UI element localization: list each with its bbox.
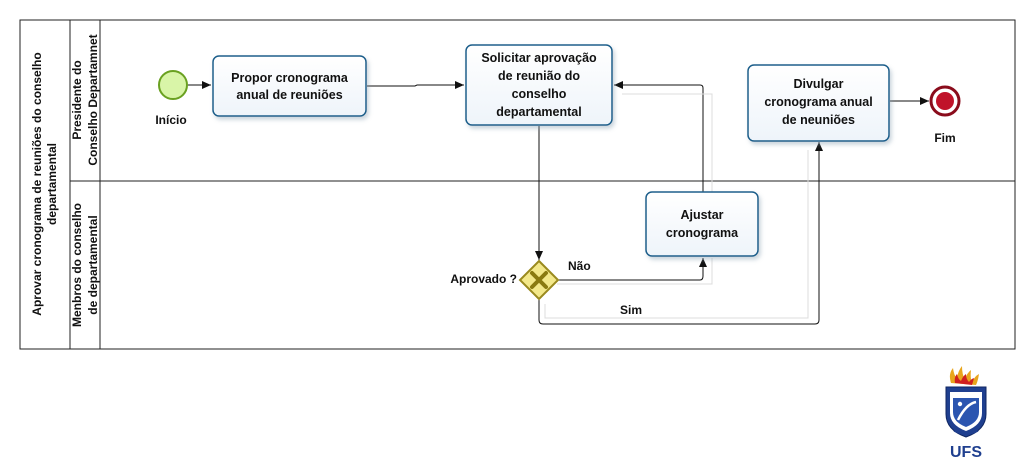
lane-1-line1: Presidente do xyxy=(70,60,84,139)
flow-gateway-to-ajustar xyxy=(557,258,707,281)
start-event-label: Início xyxy=(155,113,186,127)
task-solicitar-line3: conselho xyxy=(512,87,567,101)
sequence-flows xyxy=(188,81,929,325)
lane-1-line2: Conselho Departamnet xyxy=(86,34,100,165)
lane-membros-title: Menbros do conselho de departamental xyxy=(70,203,100,327)
gateway-yes-label: Sim xyxy=(620,303,642,317)
task-ajustar-cronograma[interactable]: Ajustar cronograma xyxy=(645,191,759,257)
task-propor-line1: Propor cronograma xyxy=(231,71,349,85)
exclusive-gateway[interactable] xyxy=(518,259,560,301)
ufs-logo: UFS xyxy=(945,366,987,461)
lane-2-line1: Menbros do conselho xyxy=(70,203,84,327)
lane-presidente-title: Presidente do Conselho Departamnet xyxy=(70,34,100,165)
flow-gateway-to-divulgar xyxy=(538,142,823,325)
end-event[interactable] xyxy=(929,85,961,117)
start-event[interactable] xyxy=(158,70,188,100)
end-event-label: Fim xyxy=(934,131,955,145)
task-propor-line2: anual de reuniões xyxy=(236,88,342,102)
task-solicitar-line1: Solicitar aprovação xyxy=(481,51,597,65)
task-solicitar-line2: de reunião do xyxy=(498,69,580,83)
ufs-logo-text: UFS xyxy=(950,444,982,461)
pool-title-line1: Aprovar cronograma de reuniões do consel… xyxy=(30,52,44,315)
gateway-no-label: Não xyxy=(568,259,591,273)
task-ajustar-line2: cronograma xyxy=(666,226,739,240)
task-solicitar-line4: departamental xyxy=(496,105,581,119)
flow-ajustar-to-solicitar xyxy=(614,81,704,192)
task-divulgar-line3: de neuniões xyxy=(782,113,855,127)
lane-2-line2: de departamental xyxy=(86,215,100,314)
task-solicitar-aprovacao[interactable]: Solicitar aprovação de reunião do consel… xyxy=(465,44,613,126)
task-ajustar-line1: Ajustar xyxy=(680,208,723,222)
task-divulgar-line1: Divulgar xyxy=(793,77,843,91)
task-divulgar-line2: cronograma anual xyxy=(764,95,872,109)
pool-title-line2: departamental xyxy=(45,143,59,225)
task-divulgar-cronograma[interactable]: Divulgar cronograma anual de neuniões xyxy=(747,64,890,142)
flow-propor-to-solicitar xyxy=(367,81,464,89)
pool-title: Aprovar cronograma de reuniões do consel… xyxy=(30,52,59,315)
gateway-x-icon xyxy=(530,271,548,289)
task-propor-cronograma[interactable]: Propor cronograma anual de reuniões xyxy=(212,55,367,117)
faint-traces xyxy=(544,93,809,319)
gateway-label: Aprovado ? xyxy=(450,272,517,286)
